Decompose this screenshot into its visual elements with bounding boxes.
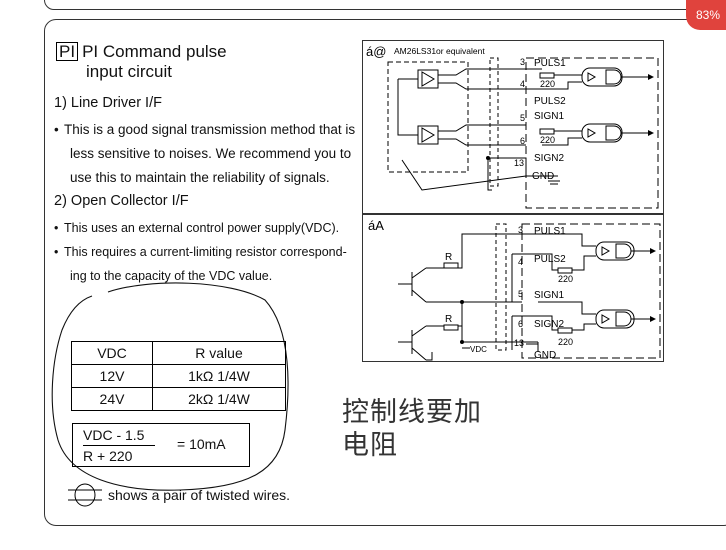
signal-label: PULS2 [534,254,566,265]
transistor-2 [398,325,427,361]
note-line-1: 控制线要加 [342,397,482,428]
twisted-pair-legend: shows a pair of twisted wires. [68,483,290,507]
bullet-icon: • [54,122,59,137]
line-driver-paragraph: • This is a good signal transmission meth… [54,118,359,190]
line-driver-heading: 1) Line Driver I/F [54,95,162,111]
table-row: 12V 1kΩ 1/4W [71,364,286,388]
pin-number: 4 [520,79,525,89]
signal-label: PULS1 [534,226,566,237]
resistor-label: 220 [558,274,573,284]
oc-line-1: This uses an external control power supp… [64,221,340,235]
table-cell: 24V [71,387,153,411]
pin-number: 3 [518,225,523,235]
resistor-label: 220 [540,135,555,145]
vdc-table: VDC R value 12V 1kΩ 1/4W 24V 2kΩ 1/4W [71,341,286,411]
oc-line-3: ing to the capacity of the VDC value. [70,269,273,283]
section-badge: PI [56,42,79,61]
note-line-2: 电阻 [342,430,398,461]
pin-number: 5 [520,113,525,123]
oc-line-2: This requires a current-limiting resisto… [64,245,347,259]
table-header-cell: VDC [71,341,153,365]
signal-label: GND [534,350,556,361]
driver-device-label: AM26LS31or equivalent [394,46,485,56]
page-top-frame [44,0,726,10]
open-collector-heading: 2) Open Collector I/F [54,193,189,209]
pin-number: 13 [514,158,524,168]
pin-number: 6 [518,319,523,329]
signal-label: PULS2 [534,96,566,107]
signal-label: SIGN1 [534,290,564,301]
oc-bullet-1: • This uses an external control power sup… [54,216,359,240]
formula-denominator: R + 220 [83,448,133,464]
pin-number: 6 [520,136,525,146]
resistor-label: 220 [540,79,555,89]
table-cell: 12V [71,364,153,388]
handwritten-note: 控制线要加 电阻 [342,396,482,462]
r-label: R [445,314,452,325]
signal-label: PULS1 [534,58,566,69]
r-label: R [445,252,452,263]
table-cell: 1kΩ 1/4W [152,364,286,388]
title-line1: PI Command pulse [82,42,227,61]
table-cell: 2kΩ 1/4W [152,387,286,411]
pin-number: 3 [520,57,525,67]
formula-fraction: VDC - 1.5 R + 220 [83,427,155,464]
current-formula: VDC - 1.5 R + 220 = 10mA [72,423,250,467]
optocoupler-2 [595,309,656,329]
vdc-label: VDC [470,345,487,354]
twisted-pair-icon [68,483,102,507]
line-driver-circuit-diagram: á@ AM26LS31or equivalent 3 PULS1 4 220 [362,40,664,214]
bullet-icon: • [54,221,59,235]
transistor-1 [398,267,427,303]
twisted-pair-text: shows a pair of twisted wires. [108,487,291,503]
bullet-icon: • [54,245,59,259]
ld-line-3: use this to maintain the reliability of … [70,170,330,185]
zoom-badge[interactable]: 83% [686,0,726,30]
oc-bullet-2: • This requires a current-limiting resist… [54,240,374,288]
formula-numerator: VDC - 1.5 [83,427,155,446]
resistor-label: 220 [558,337,573,347]
signal-label: SIGN1 [534,111,564,122]
table-row: 24V 2kΩ 1/4W [71,387,286,411]
pin-number: 5 [518,289,523,299]
pin-number: 4 [518,257,523,267]
ld-line-2: less sensitive to noises. We recommend y… [70,146,352,161]
optocoupler-1 [595,241,656,261]
title-line2: input circuit [86,62,172,81]
table-header-row: VDC R value [71,341,286,365]
signal-label: SIGN2 [534,319,564,330]
page-frame [44,19,726,526]
optocoupler-1 [581,67,654,87]
signal-label: SIGN2 [534,153,564,164]
diagram-label: á@ [366,44,386,59]
pin-number: 13 [514,338,524,348]
table-header-cell: R value [152,341,286,365]
formula-result: = 10mA [177,436,226,452]
ld-line-1: This is a good signal transmission metho… [64,122,356,137]
optocoupler-2 [581,123,654,143]
open-collector-circuit-diagram: áA R R VDC 3 PULS [362,214,664,362]
signal-label: GND [532,171,554,182]
diagram-label: áA [368,218,384,233]
